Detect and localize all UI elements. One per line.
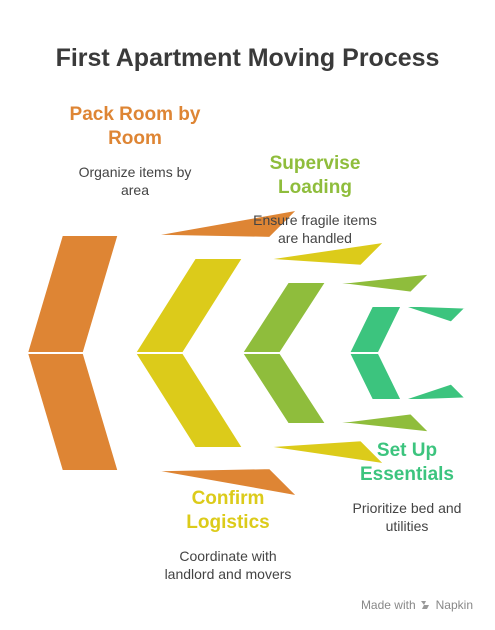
- step-3-title: Supervise Loading: [215, 152, 415, 200]
- step-3-title-line-2: Loading: [278, 177, 352, 198]
- step-4-right-lower-band: [401, 382, 469, 401]
- step-1-title: Pack Room by Room: [40, 103, 230, 151]
- step-1-right-upper-band: [118, 208, 301, 239]
- step-2-right-upper-band: [243, 240, 388, 267]
- step-1-chevron-shape: [25, 208, 301, 498]
- step-3-right-upper-band: [326, 272, 433, 294]
- step-2-right-lower-band: [243, 439, 388, 466]
- step-3-left-upper-band: [240, 281, 329, 354]
- made-with-napkin-watermark: Made with Napkin: [361, 598, 473, 612]
- step-4-chevron-shape: [347, 305, 469, 401]
- watermark-brand: Napkin: [435, 598, 473, 612]
- step-2-description-line-2: landlord and movers: [164, 566, 292, 582]
- step-1-title-line-1: Pack Room by: [69, 104, 201, 125]
- step-2-left-lower-band: [133, 352, 245, 449]
- step-3-right-lower-band: [326, 412, 433, 434]
- step-4-left-lower-band: [347, 352, 404, 401]
- step-2-chevron-shape: [133, 240, 388, 466]
- step-4-title-line-1: Set Up: [376, 440, 438, 461]
- step-3-description: Ensure fragile items are handled: [215, 211, 415, 247]
- step-3-description-line-1: Ensure fragile items: [253, 212, 377, 228]
- step-3-chevron-shape: [240, 272, 433, 434]
- step-2-title: Confirm Logistics: [128, 487, 328, 535]
- step-4-title-line-2: Essentials: [360, 464, 454, 485]
- step-1-description: Organize items by area: [40, 163, 230, 199]
- step-2-title-line-1: Confirm: [191, 488, 265, 509]
- step-2-title-line-2: Logistics: [186, 512, 270, 533]
- step-4-right-upper-band: [401, 305, 469, 324]
- step-4-left-upper-band: [347, 305, 404, 354]
- step-2-left-upper-band: [133, 257, 245, 354]
- step-1-title-line-2: Room: [108, 128, 162, 149]
- step-4-title: Set Up Essentials: [307, 439, 495, 487]
- napkin-logo-icon: [420, 601, 429, 609]
- step-3-description-line-2: are handled: [278, 230, 352, 246]
- step-1-description-line-1: Organize items by: [78, 164, 192, 180]
- diagram-title: First Apartment Moving Process: [55, 44, 440, 72]
- step-2-description: Coordinate with landlord and movers: [118, 547, 338, 583]
- step-1-description-line-2: area: [120, 182, 150, 198]
- step-1-left-upper-band: [25, 234, 120, 354]
- step-1-left-lower-band: [25, 352, 120, 472]
- watermark-prefix: Made with: [360, 598, 416, 612]
- step-4-description-line-2: utilities: [385, 518, 429, 534]
- step-3-left-lower-band: [240, 352, 329, 425]
- step-3-title-line-1: Supervise: [269, 153, 361, 174]
- step-4-description: Prioritize bed and utilities: [307, 499, 495, 535]
- step-2-description-line-1: Coordinate with: [179, 548, 277, 564]
- step-1-right-lower-band: [118, 467, 301, 498]
- step-4-description-line-1: Prioritize bed and: [352, 500, 462, 516]
